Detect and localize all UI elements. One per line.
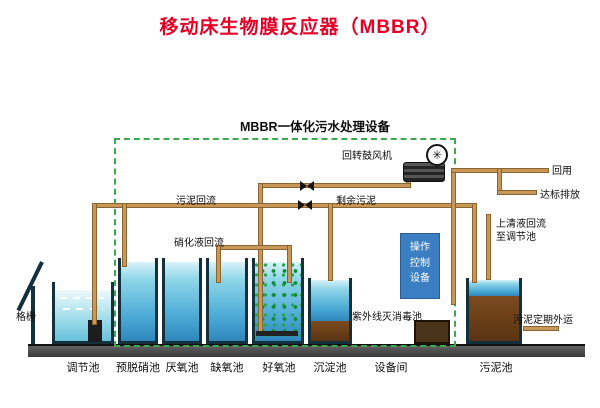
tank-water [209, 262, 245, 341]
tank-label-regulating: 调节池 [66, 362, 100, 374]
tank-label-sludge: 污泥池 [479, 362, 513, 374]
tank-anaerobic [162, 258, 202, 344]
tank-label-anoxic: 缺氧池 [210, 362, 244, 374]
supernatant-layer [469, 280, 519, 296]
excess-sludge-label: 剩余污泥 [336, 196, 376, 207]
supernatant-return-label: 上清液回流至调节池 [496, 219, 546, 243]
tank-water [311, 280, 349, 321]
tank-regulating [52, 282, 114, 344]
valve-icon [298, 200, 312, 210]
pipe-discharge [497, 190, 537, 195]
inlet-channel-wall [31, 286, 35, 344]
nitrified-return-label: 硝化液回流 [174, 238, 224, 249]
tank-label-aerobic: 好氧池 [262, 362, 296, 374]
tank-sedimentation [308, 278, 352, 344]
tank-anoxic [206, 258, 248, 344]
valve-icon [300, 181, 314, 191]
pipe-return-drop [122, 203, 127, 267]
tank-label-sedimentation: 沉淀池 [313, 362, 347, 374]
page-title: 移动床生物膜反应器（MBBR） [159, 17, 441, 38]
pipe-nitrified-horizontal [216, 245, 292, 250]
air-diffuser [256, 331, 298, 336]
rotary-blower-body [403, 162, 445, 182]
regulating-water [55, 290, 111, 341]
tank-water [121, 262, 155, 341]
bar-screen-label: 格栅 [16, 312, 36, 323]
pipe-air-horizontal [260, 183, 411, 188]
sludge-return-label: 污泥回流 [176, 196, 216, 207]
water-wave [60, 297, 104, 299]
reuse-label: 回用 [552, 166, 572, 177]
pipe-clarifier-riser [328, 203, 333, 281]
pipe-supernatant-return [486, 214, 491, 280]
blower-label: 回转鼓风机 [342, 151, 392, 162]
tank-label-equipment-room: 设备间 [374, 362, 408, 374]
tank-pre-denitrification [118, 258, 158, 344]
pipe-sludge-haul [523, 326, 559, 331]
discharge-label: 达标排放 [540, 190, 580, 201]
pipe-excess-drop [472, 203, 477, 283]
tank-label-anaerobic: 厌氧池 [165, 362, 199, 374]
control-cabinet: 操作控制设备 [400, 233, 440, 299]
pipe-sludge-main [92, 203, 477, 208]
tank-label-pre-denitrification: 预脱硝池 [116, 362, 160, 374]
tank-sludge [466, 278, 522, 344]
water-wave [63, 308, 103, 310]
fan-glyph: ✳ [431, 148, 443, 162]
settled-sludge-layer [311, 321, 349, 341]
sludge-layer [469, 296, 519, 341]
equipment-box-title: MBBR一体化污水处理设备 [240, 120, 390, 134]
sludge-haul-label: 污泥定期外运 [513, 315, 573, 326]
uv-disinfection-tank [414, 320, 450, 344]
tank-water [165, 262, 199, 341]
blower-fan-icon: ✳ [426, 144, 448, 166]
submersible-pump [88, 320, 102, 342]
uv-tank-label: 紫外线灭消毒池 [352, 312, 422, 323]
pipe-nitrified-drop-left [216, 245, 221, 283]
pipe-nitrified-drop-right [287, 245, 292, 283]
pipe-feed-riser [92, 203, 97, 325]
pipe-effluent-riser [451, 169, 456, 305]
